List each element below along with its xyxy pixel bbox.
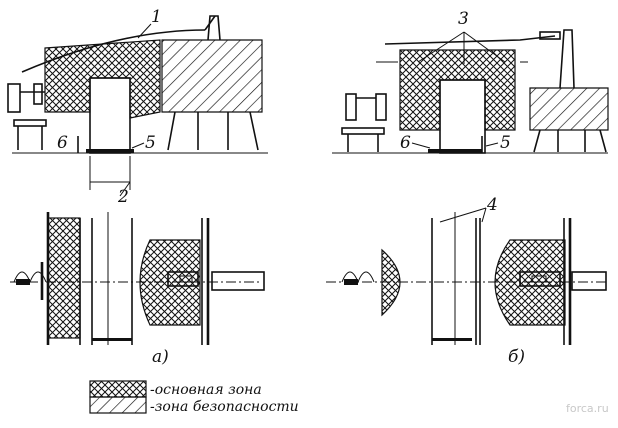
elevation-view-b <box>332 29 609 154</box>
callout-2: 2 <box>117 187 129 207</box>
callout-6-b: 6 <box>400 133 411 153</box>
safety-zone-b <box>399 49 516 131</box>
callout-4: 4 <box>486 195 498 215</box>
safety-zone-round-a <box>139 239 201 326</box>
callout-1: 1 <box>151 7 162 27</box>
main-zone-b <box>529 87 609 131</box>
safety-zone-wall-a <box>47 217 81 339</box>
legend-safety-zone: -зона безопасности <box>150 399 299 415</box>
callout-6-a: 6 <box>57 133 68 153</box>
legend-main-zone: -основная зона <box>150 382 262 398</box>
plan-view-b <box>326 207 607 345</box>
caption-a: а) <box>152 347 169 367</box>
callout-5-b: 5 <box>500 133 511 153</box>
safety-zone-half-b <box>381 248 401 317</box>
elevation-view-a <box>7 15 268 197</box>
watermark: forca.ru <box>566 402 609 415</box>
main-zone-a <box>161 39 263 113</box>
callout-3: 3 <box>458 9 469 29</box>
caption-b: б) <box>508 347 525 367</box>
callout-5-a: 5 <box>145 133 156 153</box>
safety-zone-a <box>44 39 161 119</box>
legend: -основная зона -зона безопасности <box>89 380 299 415</box>
plan-view-a <box>10 212 265 345</box>
legend-swatch-main <box>89 380 147 398</box>
legend-swatch-safety <box>89 396 147 414</box>
